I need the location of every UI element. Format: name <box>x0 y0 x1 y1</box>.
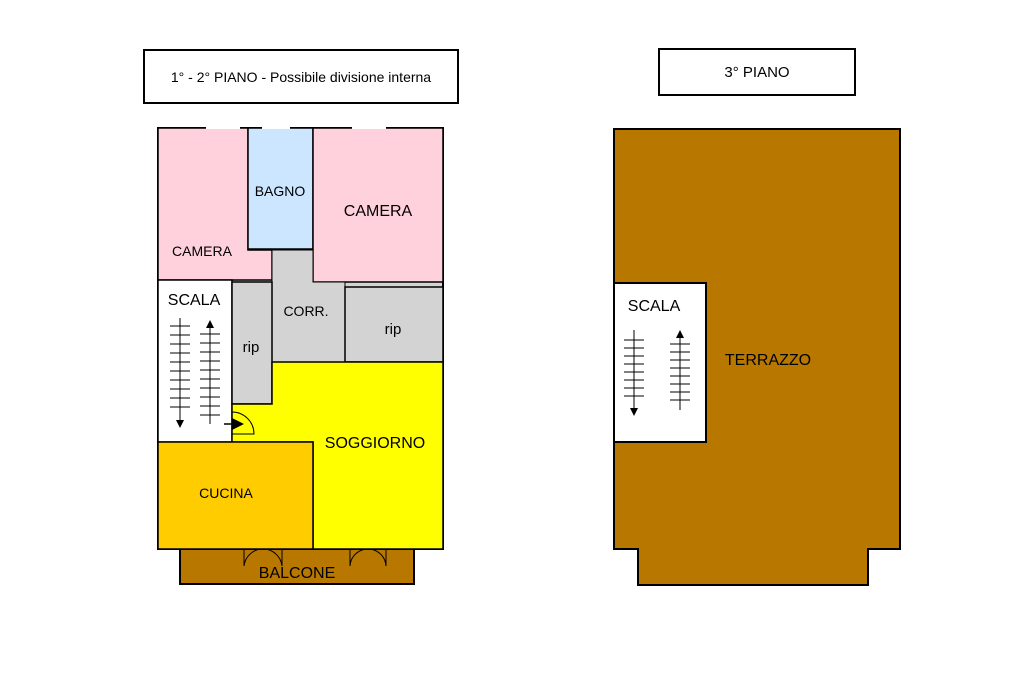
terrazzo-label: TERRAZZO <box>725 352 811 369</box>
camera-right-room <box>312 127 444 283</box>
bagno-label: BAGNO <box>255 183 306 199</box>
entrance-door-icon <box>231 411 255 435</box>
balcone-label: BALCONE <box>259 565 335 582</box>
cucina-room <box>157 441 314 550</box>
camera-left-label: CAMERA <box>172 243 233 259</box>
corr-label: CORR. <box>283 303 328 319</box>
stairs-down-icon <box>624 330 644 416</box>
left-floor-plan: CAMERA BAGNO CAMERA SCALA CORR. rip rip … <box>157 127 444 585</box>
right-plan-title-box: 3° PIANO <box>658 48 856 96</box>
stairs-down-icon <box>170 318 190 428</box>
scala-label-3: SCALA <box>628 298 681 315</box>
right-plan-title: 3° PIANO <box>724 63 790 81</box>
stairs-up-icon <box>670 330 690 410</box>
rip-right-room <box>344 286 444 363</box>
rip-right-label: rip <box>385 321 402 338</box>
rip-left-room <box>231 281 273 405</box>
camera-right-label: CAMERA <box>344 203 413 220</box>
cucina-label: CUCINA <box>199 485 253 501</box>
stairs-up-icon <box>200 320 220 424</box>
terrazzo-area <box>613 128 901 586</box>
scala-room-3 <box>613 282 707 443</box>
balcone-area <box>179 548 415 585</box>
balcony-door <box>349 548 387 567</box>
soggiorno-label: SOGGIORNO <box>325 435 425 452</box>
right-floor-plan: SCALA TERRAZZO <box>613 128 901 586</box>
scala-label: SCALA <box>168 292 221 309</box>
left-plan-title: 1° - 2° PIANO - Possibile divisione inte… <box>170 68 432 85</box>
bagno-room <box>247 127 314 250</box>
left-plan-title-box: 1° - 2° PIANO - Possibile divisione inte… <box>143 49 459 104</box>
rip-left-label: rip <box>243 339 260 356</box>
balcony-door <box>243 548 283 567</box>
